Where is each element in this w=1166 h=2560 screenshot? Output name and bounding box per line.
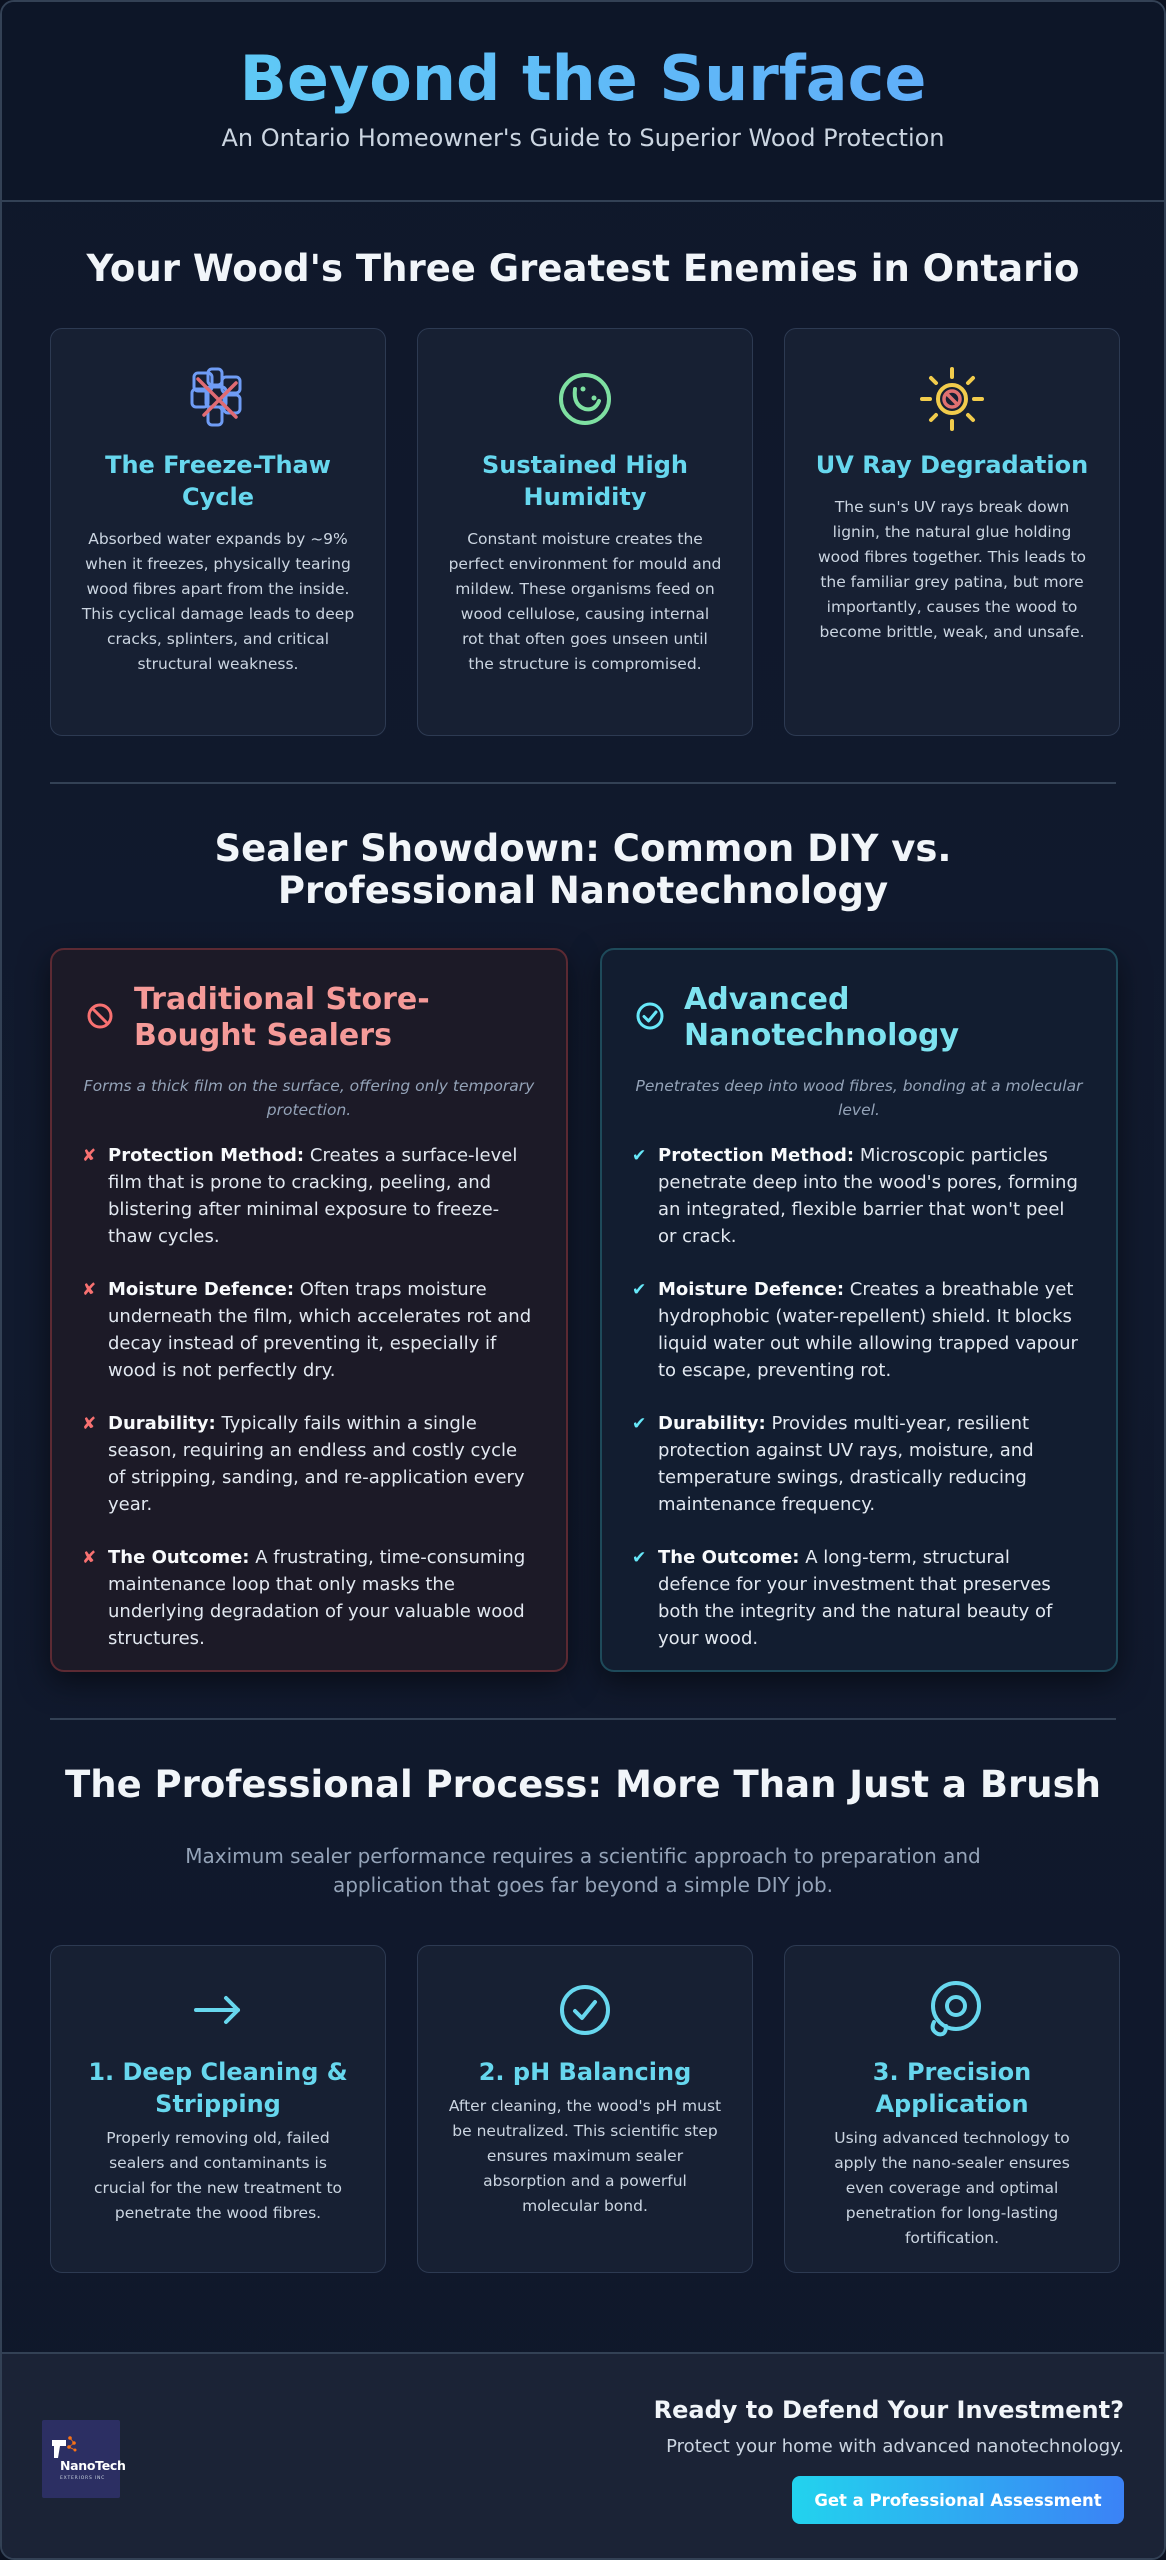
enemy-card-freeze-thaw: The Freeze-Thaw Cycle Absorbed water exp… — [50, 328, 386, 736]
item-text: Provides multi-year, resilient protectio… — [658, 1413, 1034, 1515]
traditional-sealer-card: Traditional Store-Bought Sealers Forms a… — [50, 948, 568, 1672]
list-item: ✘ Moisture Defence: Often traps moisture … — [82, 1276, 536, 1384]
check-icon: ✔ — [632, 1146, 647, 1166]
process-step-ph: 2. pH Balancing After cleaning, the wood… — [417, 1945, 753, 2273]
list-item: ✘ The Outcome: A frustrating, time-consum… — [82, 1544, 536, 1652]
enemy-card-text: The sun's UV rays break down lignin, the… — [817, 498, 1087, 641]
item-label: The Outcome: — [658, 1547, 800, 1568]
item-text: Often traps moisture underneath the film… — [108, 1279, 532, 1381]
nanotech-sealer-header: Advanced Nanotechnology — [634, 982, 1086, 1054]
page-footer: NanoTech EXTERIORS INC Ready to Defend Y… — [2, 2352, 1164, 2558]
traditional-sealer-intro: Forms a thick film on the surface, offer… — [83, 1077, 535, 1119]
traditional-sealer-list: ✘ Protection Method: Creates a surface-le… — [82, 1142, 536, 1678]
list-item: ✔ The Outcome: A long-term, structural de… — [632, 1544, 1086, 1652]
page-header: Beyond the Surface An Ontario Homeowner'… — [2, 2, 1164, 202]
arrow-right-icon — [51, 1976, 385, 2044]
get-assessment-button[interactable]: Get a Professional Assessment — [792, 2476, 1124, 2524]
nanotech-sealer-title: Advanced Nanotechnology — [684, 982, 960, 1053]
list-item: ✔ Durability: Provides multi-year, resili… — [632, 1410, 1086, 1518]
cross-icon: ✘ — [82, 1414, 97, 1434]
traditional-sealer-header: Traditional Store-Bought Sealers — [84, 982, 536, 1054]
list-item: ✘ Durability: Typically fails within a si… — [82, 1410, 536, 1518]
process-step-title: 2. pH Balancing — [478, 2058, 692, 2086]
cta-title: Ready to Defend Your Investment? — [653, 2396, 1124, 2424]
process-intro: Maximum sealer performance requires a sc… — [185, 1844, 981, 1897]
prohibited-icon — [87, 1003, 113, 1029]
enemy-card-title: UV Ray Degradation — [815, 451, 1089, 479]
nanotech-sealer-intro: Penetrates deep into wood fibres, bondin… — [635, 1077, 1083, 1119]
freeze-thaw-icon — [51, 365, 385, 433]
spray-icon — [785, 1976, 1119, 2044]
item-label: Moisture Defence: — [108, 1279, 295, 1300]
item-label: Protection Method: — [658, 1145, 855, 1166]
process-step-text: Using advanced technology to apply the n… — [834, 2129, 1070, 2247]
item-label: The Outcome: — [108, 1547, 250, 1568]
enemy-card-humidity: Sustained High Humidity Constant moistur… — [417, 328, 753, 736]
section-divider — [50, 782, 1116, 784]
process-step-title: 1. Deep Cleaning & Stripping — [88, 2058, 348, 2118]
enemy-card-title: The Freeze-Thaw Cycle — [105, 451, 331, 511]
check-icon: ✔ — [632, 1414, 647, 1434]
check-circle-icon — [636, 1002, 664, 1030]
process-step-text: Properly removing old, failed sealers an… — [93, 2129, 343, 2222]
process-section-title: The Professional Process: More Than Just… — [64, 1763, 1102, 1806]
item-text: A frustrating, time-consuming maintenanc… — [108, 1547, 526, 1649]
process-step-cleaning: 1. Deep Cleaning & Stripping Properly re… — [50, 1945, 386, 2273]
cta-subtitle: Protect your home with advanced nanotech… — [666, 2436, 1124, 2457]
cross-icon: ✘ — [82, 1146, 97, 1166]
logo-text: NanoTech — [60, 2458, 126, 2473]
logo-subtext: EXTERIORS INC — [60, 2476, 106, 2481]
nanotech-sealer-card: Advanced Nanotechnology Penetrates deep … — [600, 948, 1118, 1672]
process-step-title: 3. Precision Application — [872, 2058, 1032, 2118]
process-step-text: After cleaning, the wood's pH must be ne… — [448, 2097, 722, 2215]
item-text: A long-term, structural defence for your… — [658, 1547, 1053, 1649]
check-icon: ✔ — [632, 1548, 647, 1568]
cross-icon: ✘ — [82, 1280, 97, 1300]
enemy-card-text: Absorbed water expands by ~9% when it fr… — [81, 530, 355, 673]
item-text: Creates a breathable yet hydrophobic (wa… — [658, 1279, 1078, 1381]
list-item: ✔ Protection Method: Microscopic particle… — [632, 1142, 1086, 1250]
list-item: ✔ Moisture Defence: Creates a breathable … — [632, 1276, 1086, 1384]
item-label: Protection Method: — [108, 1145, 305, 1166]
process-step-application: 3. Precision Application Using advanced … — [784, 1945, 1120, 2273]
item-label: Durability: — [108, 1413, 216, 1434]
section-divider — [50, 1718, 1116, 1720]
cross-icon: ✘ — [82, 1548, 97, 1568]
showdown-section-title: Sealer Showdown: Common DIY vs. Professi… — [214, 827, 952, 912]
item-label: Durability: — [658, 1413, 766, 1434]
item-label: Moisture Defence: — [658, 1279, 845, 1300]
page-title: Beyond the Surface — [2, 42, 1164, 116]
check-icon: ✔ — [632, 1280, 647, 1300]
item-text: Typically fails within a single season, … — [108, 1413, 525, 1515]
spray-gun-icon — [52, 2436, 77, 2458]
list-item: ✘ Protection Method: Creates a surface-le… — [82, 1142, 536, 1250]
enemy-card-text: Constant moisture creates the perfect en… — [448, 530, 722, 673]
traditional-sealer-title: Traditional Store-Bought Sealers — [134, 982, 430, 1053]
item-text: Microscopic particles penetrate deep int… — [658, 1145, 1078, 1247]
page-subtitle: An Ontario Homeowner's Guide to Superior… — [221, 124, 945, 152]
sun-icon — [785, 365, 1119, 433]
nanotech-sealer-list: ✔ Protection Method: Microscopic particle… — [632, 1142, 1086, 1678]
humidity-icon — [418, 365, 752, 433]
enemy-card-uv: UV Ray Degradation The sun's UV rays bre… — [784, 328, 1120, 736]
check-circle-icon — [418, 1976, 752, 2044]
company-logo[interactable]: NanoTech EXTERIORS INC — [42, 2420, 126, 2498]
enemy-card-title: Sustained High Humidity — [481, 451, 689, 511]
enemies-section-title: Your Wood's Three Greatest Enemies in On… — [86, 247, 1080, 290]
item-text: Creates a surface-level film that is pro… — [108, 1145, 518, 1247]
